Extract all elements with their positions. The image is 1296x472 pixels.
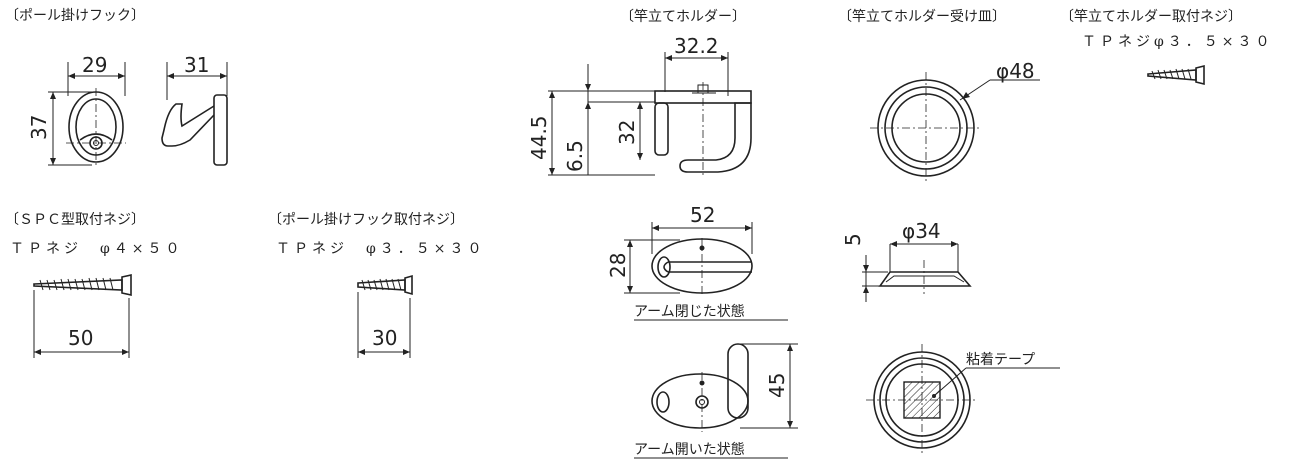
title-hook-screw: 〔ポール掛けフック取付ネジ〕 <box>268 212 464 228</box>
dish-bottom-view: 粘着テープ <box>866 344 1060 456</box>
dim-holder-open: 45 <box>765 373 789 398</box>
dim-holder-arm: 32 <box>615 120 639 145</box>
hook-screw-drawing: 30 <box>357 274 413 358</box>
holder-screw-drawing <box>1147 64 1205 86</box>
holder-top-view-closed: 52 28 <box>606 203 753 296</box>
spc-screw-drawing: 50 <box>33 274 132 358</box>
dim-holder-height: 44.5 <box>527 115 551 160</box>
title-holder-dish: 〔竿立てホルダー受け皿〕 <box>838 9 1006 25</box>
state-closed-label: アーム閉じた状態 <box>634 304 745 320</box>
pole-hook-front-view: 29 37 <box>27 53 126 168</box>
title-pole-hook: 〔ポール掛けフック〕 <box>5 8 145 24</box>
dim-holder-width: 32.2 <box>674 34 719 58</box>
dish-top-view: φ48 <box>870 59 1040 184</box>
dim-spc-len: 50 <box>68 326 93 350</box>
spec-holder-screw: ＴＰネジφ３．５×３０ <box>1082 34 1274 50</box>
dim-dish-outer: φ48 <box>996 59 1035 83</box>
dim-holder-top-len: 52 <box>690 203 715 227</box>
dim-holder-base: 6.5 <box>563 140 587 172</box>
state-open-label: アーム開いた状態 <box>634 442 745 458</box>
dim-dish-h: 5 <box>841 233 865 246</box>
dim-hook-depth: 31 <box>184 53 209 77</box>
dim-hook-width: 29 <box>82 53 107 77</box>
spec-hook-screw: ＴＰネジ φ３．５×３０ <box>276 241 486 257</box>
dim-holder-top-h: 28 <box>606 253 630 278</box>
pole-hook-side-view: 31 <box>161 53 228 166</box>
dish-side-view: φ34 5 <box>841 219 972 302</box>
title-spc-screw: 〔ＳＰＣ型取付ネジ〕 <box>5 212 145 228</box>
spec-spc-screw: ＴＰネジ φ４×５０ <box>10 241 184 257</box>
label-tape: 粘着テープ <box>966 352 1035 368</box>
holder-top-view-open: 45 <box>651 343 798 432</box>
dim-hook-screw-len: 30 <box>372 326 397 350</box>
title-holder-screw: 〔竿立てホルダー取付ネジ〕 <box>1060 9 1242 25</box>
holder-side-view: 32.2 44.5 6.5 32 <box>527 34 752 176</box>
dim-hook-height: 37 <box>27 115 51 140</box>
title-holder: 〔竿立てホルダー〕 <box>620 9 746 25</box>
dim-dish-inner: φ34 <box>902 219 941 243</box>
